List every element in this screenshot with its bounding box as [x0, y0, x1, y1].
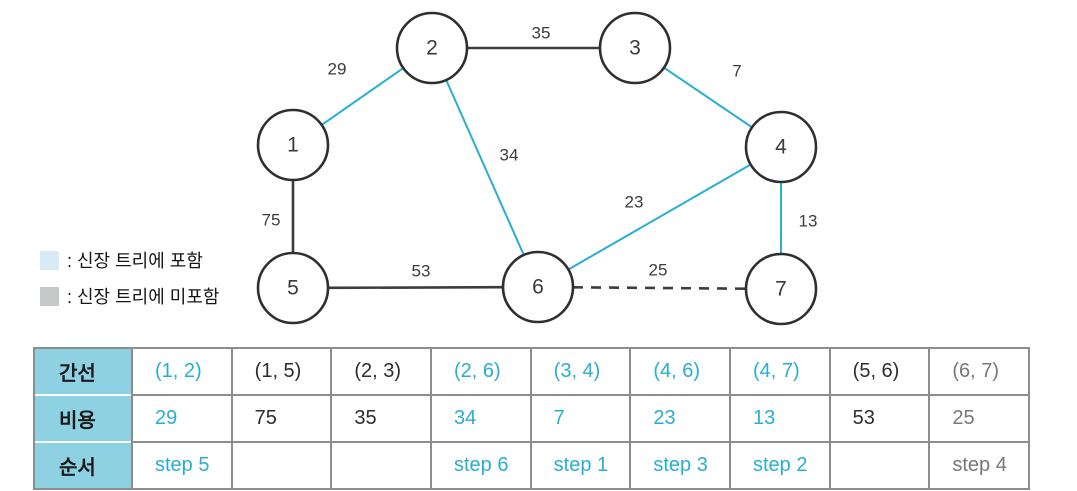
cell-edge-0: (1, 2) [133, 349, 231, 394]
cell-edge-4: (3, 4) [531, 349, 630, 394]
graph-node-5: 5 [256, 251, 330, 325]
graph-edge-3-4 [663, 66, 753, 129]
cell-cost-6: 13 [730, 396, 829, 441]
legend-label-included: : 신장 트리에 포함 [67, 251, 203, 271]
svg-text:7: 7 [775, 278, 787, 301]
cell-edge-7: (5, 6) [830, 349, 929, 394]
graph-edge-5-6 [327, 285, 504, 290]
cell-edge-8: (6, 7) [930, 349, 1028, 394]
svg-text:2: 2 [426, 37, 438, 60]
cell-edge-1: (1, 5) [232, 349, 331, 394]
cell-step-7 [830, 443, 929, 488]
svg-text:6: 6 [532, 276, 544, 299]
edge-weight-5-6: 53 [412, 262, 431, 281]
cell-cost-4: 7 [531, 396, 630, 441]
cell-step-5: step 3 [631, 443, 729, 488]
cell-edge-3: (2, 6) [431, 349, 530, 394]
graph-edge-1-2 [321, 67, 404, 126]
row-header-cost: 비용 [35, 396, 131, 441]
legend-swatch-excluded-icon [40, 286, 59, 306]
graph-node-2: 2 [395, 11, 469, 85]
svg-text:3: 3 [629, 37, 641, 60]
edge-weight-2-6: 34 [500, 146, 519, 165]
cell-edge-6: (4, 7) [730, 349, 829, 394]
cell-step-3: step 6 [431, 443, 530, 488]
cell-step-2 [332, 443, 430, 488]
edge-weight-1-2: 29 [328, 60, 347, 79]
row-header-edge: 간선 [35, 349, 131, 394]
row-header-step: 순서 [35, 443, 131, 488]
svg-text:5: 5 [287, 277, 299, 300]
edge-table: 간선(1, 2)(1, 5)(2, 3)(2, 6)(3, 4)(4, 6)(4… [33, 347, 1030, 490]
cell-cost-8: 25 [930, 396, 1028, 441]
edge-weight-2-3: 35 [532, 24, 551, 43]
cell-step-0: step 5 [133, 443, 231, 488]
cell-edge-5: (4, 6) [631, 349, 729, 394]
cell-cost-7: 53 [830, 396, 929, 441]
cell-step-4: step 1 [531, 443, 630, 488]
edge-weight-6-4: 23 [625, 193, 644, 212]
graph-node-4: 4 [744, 110, 818, 184]
legend: : 신장 트리에 포함 : 신장 트리에 미포함 [40, 247, 219, 309]
graph-edge-2-6 [445, 79, 525, 256]
graph-node-1: 1 [256, 108, 330, 182]
graph-edge-6-7 [572, 285, 747, 291]
edge-weight-1-5: 75 [262, 211, 281, 230]
cell-cost-5: 23 [631, 396, 729, 441]
graph-node-3: 3 [598, 11, 672, 85]
graph-node-6: 6 [501, 250, 575, 324]
svg-text:1: 1 [287, 134, 299, 157]
legend-swatch-included-icon [40, 250, 59, 270]
edge-weight-6-7: 25 [649, 261, 668, 280]
legend-item-excluded: : 신장 트리에 미포함 [40, 283, 219, 309]
cell-cost-2: 35 [332, 396, 430, 441]
legend-label-excluded: : 신장 트리에 미포함 [67, 287, 220, 307]
svg-text:4: 4 [775, 136, 787, 159]
cell-cost-1: 75 [232, 396, 331, 441]
edge-weight-4-7: 13 [799, 212, 818, 231]
cell-cost-0: 29 [133, 396, 231, 441]
legend-item-included: : 신장 트리에 포함 [40, 247, 219, 273]
graph-node-7: 7 [744, 252, 818, 326]
cell-step-8: step 4 [930, 443, 1028, 488]
cell-step-1 [232, 443, 331, 488]
graph-edge-6-4 [567, 163, 752, 271]
cell-cost-3: 34 [431, 396, 530, 441]
cell-edge-2: (2, 3) [332, 349, 430, 394]
edge-weight-3-4: 7 [732, 62, 741, 81]
cell-step-6: step 2 [730, 443, 829, 488]
